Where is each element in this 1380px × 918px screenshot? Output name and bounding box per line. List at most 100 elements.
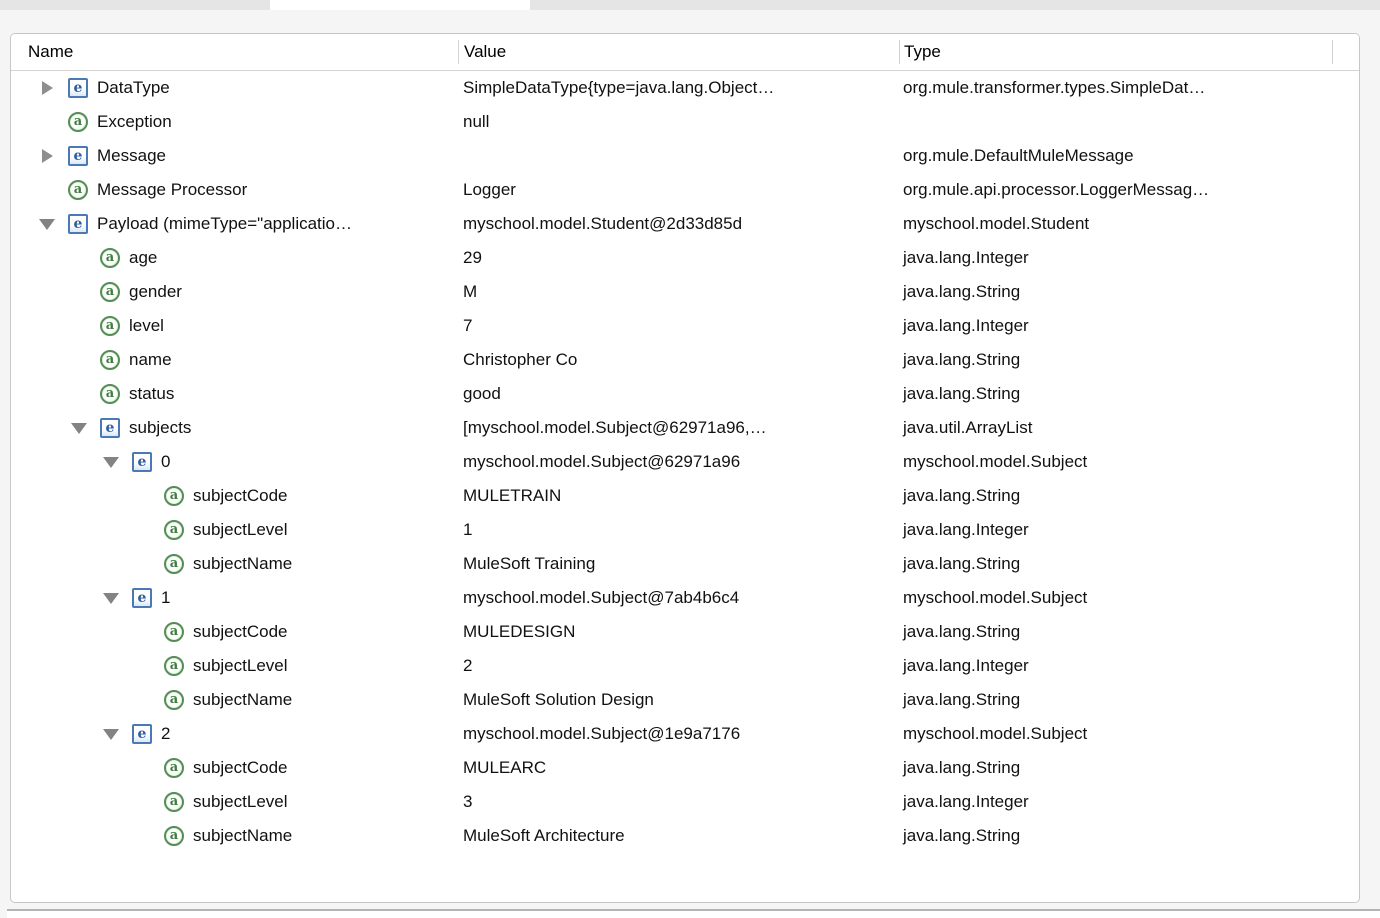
- row-type: myschool.model.Subject: [903, 452, 1088, 471]
- row-type: java.lang.String: [903, 622, 1021, 641]
- attribute-icon: a: [164, 486, 184, 506]
- row-name: subjectLevel: [193, 520, 288, 539]
- name-cell: a subjectName: [11, 547, 458, 581]
- row-value: Christopher Co: [463, 350, 578, 369]
- indent-spacer: [11, 462, 105, 463]
- row-name: subjectCode: [193, 758, 288, 777]
- tree-row[interactable]: e Message org.mule.DefaultMuleMessage: [11, 139, 1359, 173]
- row-value: myschool.model.Subject@1e9a7176: [463, 724, 741, 743]
- row-name: subjectCode: [193, 486, 288, 505]
- indent-spacer: [11, 156, 41, 157]
- indent-spacer: [11, 632, 137, 633]
- expand-arrow-icon[interactable]: [41, 71, 68, 105]
- row-value: MuleSoft Architecture: [463, 826, 625, 845]
- row-type: java.lang.String: [903, 282, 1021, 301]
- row-name: subjectCode: [193, 622, 288, 641]
- indent-spacer: [11, 292, 73, 293]
- element-icon: e: [132, 724, 152, 744]
- row-name: Message: [97, 146, 166, 165]
- expander-spacer: [137, 683, 164, 717]
- expander-spacer: [137, 751, 164, 785]
- column-header-type[interactable]: Type: [899, 40, 1333, 64]
- row-name: subjectName: [193, 554, 293, 573]
- expander-spacer: [137, 547, 164, 581]
- column-header-value[interactable]: Value: [458, 40, 899, 64]
- expander-spacer: [137, 479, 164, 513]
- row-type: myschool.model.Subject: [903, 724, 1088, 743]
- row-name: Exception: [97, 112, 172, 131]
- indent-spacer: [11, 224, 41, 225]
- indent-spacer: [11, 700, 137, 701]
- row-type: org.mule.DefaultMuleMessage: [903, 146, 1134, 165]
- indent-spacer: [11, 88, 41, 89]
- row-name: status: [129, 384, 175, 403]
- row-value: SimpleDataType{type=java.lang.Object…: [463, 78, 775, 97]
- expander-spacer: [73, 343, 100, 377]
- row-value: 2: [463, 656, 473, 675]
- indent-spacer: [11, 190, 41, 191]
- tab-inactive-right[interactable]: [530, 0, 1380, 10]
- row-type: java.lang.String: [903, 350, 1021, 369]
- element-icon: e: [68, 146, 88, 166]
- row-type: java.lang.String: [903, 554, 1021, 573]
- row-name: subjectName: [193, 826, 293, 845]
- row-value: MULEARC: [463, 758, 547, 777]
- column-header-name[interactable]: Name: [28, 42, 74, 61]
- row-value: MuleSoft Solution Design: [463, 690, 654, 709]
- row-name: subjectLevel: [193, 656, 288, 675]
- element-icon: e: [100, 418, 120, 438]
- expand-arrow-icon[interactable]: [41, 139, 68, 173]
- collapse-arrow-icon[interactable]: [103, 581, 132, 615]
- collapse-arrow-icon[interactable]: [39, 207, 68, 241]
- collapse-arrow-icon[interactable]: [71, 411, 100, 445]
- row-type: java.lang.Integer: [903, 792, 1029, 811]
- editor-tab-strip: [0, 0, 1380, 10]
- view-divider[interactable]: [7, 909, 1380, 911]
- row-type: myschool.model.Subject: [903, 588, 1088, 607]
- row-value: 7: [463, 316, 473, 335]
- row-type: org.mule.api.processor.LoggerMessag…: [903, 180, 1210, 199]
- tab-inactive-left[interactable]: [0, 0, 270, 10]
- collapse-arrow-icon[interactable]: [103, 445, 132, 479]
- expander-spacer: [73, 309, 100, 343]
- name-cell: e Message: [11, 139, 458, 173]
- expander-spacer: [137, 785, 164, 819]
- attribute-icon: a: [164, 554, 184, 574]
- attribute-icon: a: [164, 792, 184, 812]
- row-name: level: [129, 316, 164, 335]
- indent-spacer: [11, 428, 73, 429]
- attribute-icon: a: [100, 248, 120, 268]
- collapse-arrow-icon[interactable]: [103, 717, 132, 751]
